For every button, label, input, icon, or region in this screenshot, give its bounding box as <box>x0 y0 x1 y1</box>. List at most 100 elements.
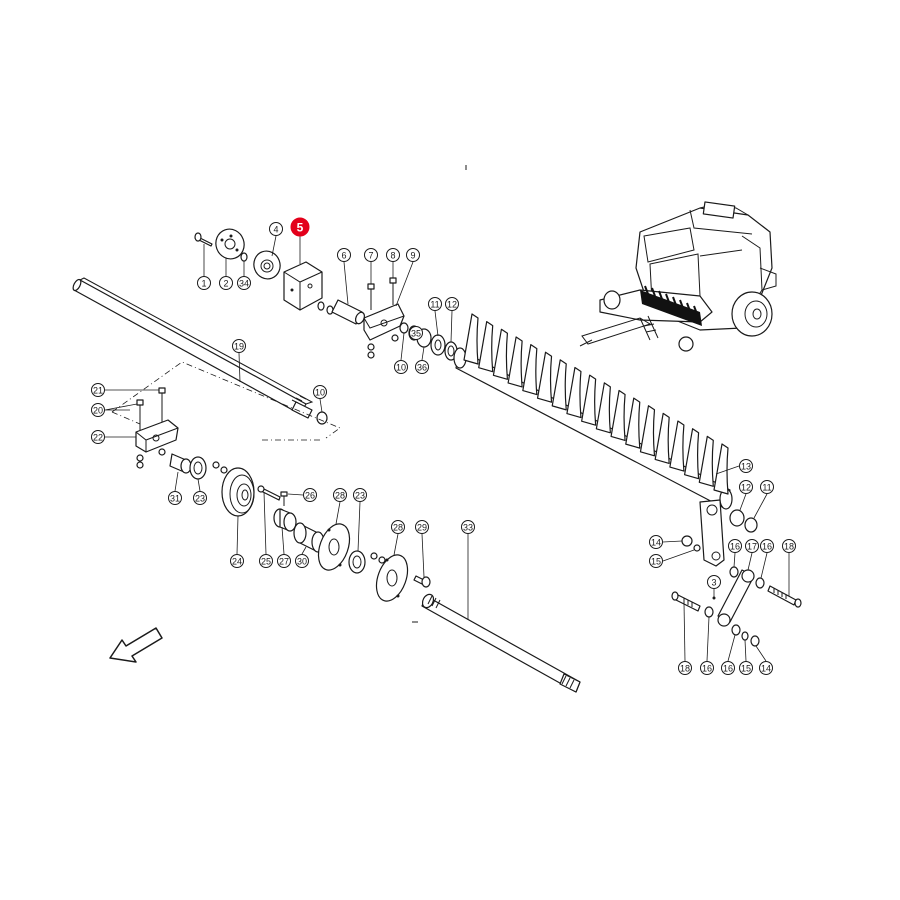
callout-27: 27 <box>277 554 291 568</box>
callout-number: 18 <box>680 664 690 674</box>
bearing-11-right <box>744 517 758 533</box>
callout-number: 18 <box>784 542 794 552</box>
forward-direction-arrow-icon <box>109 627 163 663</box>
rotor-blade <box>522 343 538 396</box>
callout-circle <box>193 491 207 505</box>
callout-7: 7 <box>364 248 378 262</box>
callout-4: 4 <box>269 222 283 236</box>
sleeve-30 <box>293 522 325 553</box>
rotor-blade <box>463 313 479 365</box>
callout-number: 12 <box>741 483 751 493</box>
bushing-16-low-b <box>731 624 741 636</box>
link-rod-17 <box>717 569 755 627</box>
rotor-blade <box>683 428 700 480</box>
callout-number: 25 <box>261 557 271 567</box>
callout-number: 10 <box>396 363 406 373</box>
callout-number: 27 <box>279 557 289 567</box>
collar-27 <box>273 508 297 532</box>
callout-21: 21 <box>91 383 105 397</box>
arm-right <box>699 499 725 567</box>
rotor-blade <box>639 405 656 457</box>
callout-circle <box>445 297 459 311</box>
callout-circle <box>394 360 408 374</box>
washer-top-a <box>317 301 325 311</box>
callout-28: 28 <box>333 488 347 502</box>
callout-circle <box>259 554 273 568</box>
callout-36: 36 <box>415 360 429 374</box>
callout-number: 35 <box>411 329 421 339</box>
nut-22c <box>158 448 166 456</box>
callout-circle <box>700 661 714 675</box>
callout-16: 16 <box>700 661 714 675</box>
callout-11: 11 <box>428 297 442 311</box>
callout-number: 11 <box>430 300 439 310</box>
washer-15-top <box>693 544 701 552</box>
callout-12: 12 <box>445 297 459 311</box>
pin-6 <box>331 299 366 325</box>
callout-number: 16 <box>723 664 733 674</box>
bolt-18-right <box>767 585 802 608</box>
callout-circle <box>415 520 429 534</box>
callout-circle <box>409 326 423 340</box>
callout-number: 11 <box>762 483 771 493</box>
callout-number: 22 <box>93 433 103 443</box>
nut-22a <box>136 454 144 462</box>
callout-circle <box>277 554 291 568</box>
callout-10: 10 <box>394 360 408 374</box>
callout-18: 18 <box>678 661 692 675</box>
callout-number: 28 <box>393 523 403 533</box>
callout-number: 28 <box>335 491 345 501</box>
pickup-tines-highlight <box>640 285 702 326</box>
nut-lower-bracket <box>367 351 375 359</box>
callout-circle <box>760 539 774 553</box>
callout-15: 15 <box>649 554 663 568</box>
callout-circle <box>415 360 429 374</box>
callout-19: 19 <box>232 339 246 353</box>
assembly-dashed-outline <box>111 361 341 441</box>
callout-number: 10 <box>315 388 325 398</box>
bushing-16-top-b <box>755 577 765 589</box>
rotor-blade <box>478 321 494 373</box>
callout-circle <box>678 661 692 675</box>
callout-35: 35 <box>409 326 423 340</box>
callout-number: 16 <box>762 542 772 552</box>
callout-circle <box>649 554 663 568</box>
rotor-13 <box>453 313 733 510</box>
callout-number: 6 <box>341 251 346 261</box>
callout-circle <box>721 661 735 675</box>
callout-circle <box>406 248 420 262</box>
callout-circle <box>353 488 367 502</box>
callout-circle <box>337 248 351 262</box>
rotor-blade <box>713 443 729 495</box>
callout-12: 12 <box>739 480 753 494</box>
callout-23: 23 <box>193 491 207 505</box>
callout-14: 14 <box>649 535 663 549</box>
callout-13: 13 <box>739 459 753 473</box>
callout-number: 21 <box>93 386 103 396</box>
callout-number: 8 <box>390 251 395 261</box>
callout-number: 9 <box>410 251 415 261</box>
bearing-12-right <box>729 509 745 527</box>
nut-14-top <box>681 535 693 547</box>
callout-number: 20 <box>93 406 103 416</box>
flange-plate-2 <box>215 228 245 260</box>
bolt-20 <box>136 399 144 430</box>
callout-circle <box>461 520 475 534</box>
callout-number: 1 <box>201 279 206 289</box>
bolt-7 <box>367 283 375 310</box>
callout-18: 18 <box>782 539 796 553</box>
callout-number: 26 <box>305 491 315 501</box>
bushing-10-left <box>316 411 328 425</box>
washer-small-a <box>212 461 220 469</box>
callout-14: 14 <box>759 661 773 675</box>
callout-circle <box>759 661 773 675</box>
callout-6: 6 <box>337 248 351 262</box>
bracket-22 <box>135 419 179 453</box>
flange-28-left <box>317 523 351 571</box>
washer-small-b <box>220 466 228 474</box>
bolt-25 <box>257 485 281 501</box>
callout-number: 19 <box>234 342 244 352</box>
callout-number: 5 <box>297 221 304 235</box>
callout-number: 14 <box>651 538 661 548</box>
